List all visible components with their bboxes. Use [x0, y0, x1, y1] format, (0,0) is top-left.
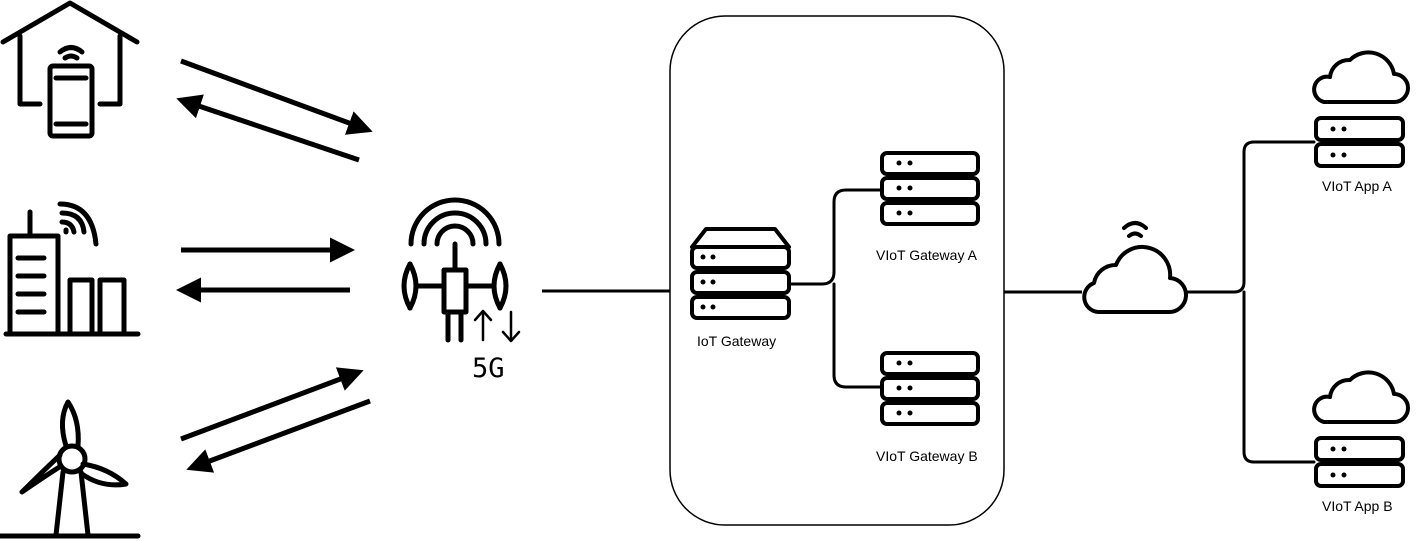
viot-app-a-icon [1312, 50, 1410, 168]
smart-home-icon [0, 0, 140, 139]
device-links [176, 58, 373, 473]
viot-gateway-a-server-icon [880, 151, 980, 226]
iot-gateway-label: IoT Gateway [697, 333, 776, 349]
viot-gateway-b-label: VIoT Gateway B [876, 448, 978, 464]
arrow-home-to-tower [180, 58, 373, 135]
viot-gateway-a-label: VIoT Gateway A [876, 247, 978, 263]
viot-app-a-label: VIoT App A [1322, 178, 1392, 194]
smart-city-icon [3, 201, 141, 337]
viot-app-b-label: VIoT App B [1322, 498, 1393, 514]
5g-tower-icon: 5G [401, 197, 521, 384]
cloud-wifi-icon [1082, 221, 1188, 315]
arrow-turbine-to-tower [180, 367, 364, 442]
branch-cloud-to-apps [1184, 140, 1316, 464]
iot-gateway-server-icon [690, 227, 791, 320]
arrow-tower-to-home [176, 94, 360, 163]
gateway-container [669, 15, 1005, 526]
wind-turbine-icon [0, 399, 141, 539]
viot-gateway-b-server-icon [880, 351, 980, 426]
arrow-tower-to-turbine [186, 398, 371, 473]
5g-label: 5G [472, 353, 505, 384]
branch-iot-to-viot-gateways [787, 188, 884, 389]
viot-app-b-icon [1312, 370, 1410, 488]
